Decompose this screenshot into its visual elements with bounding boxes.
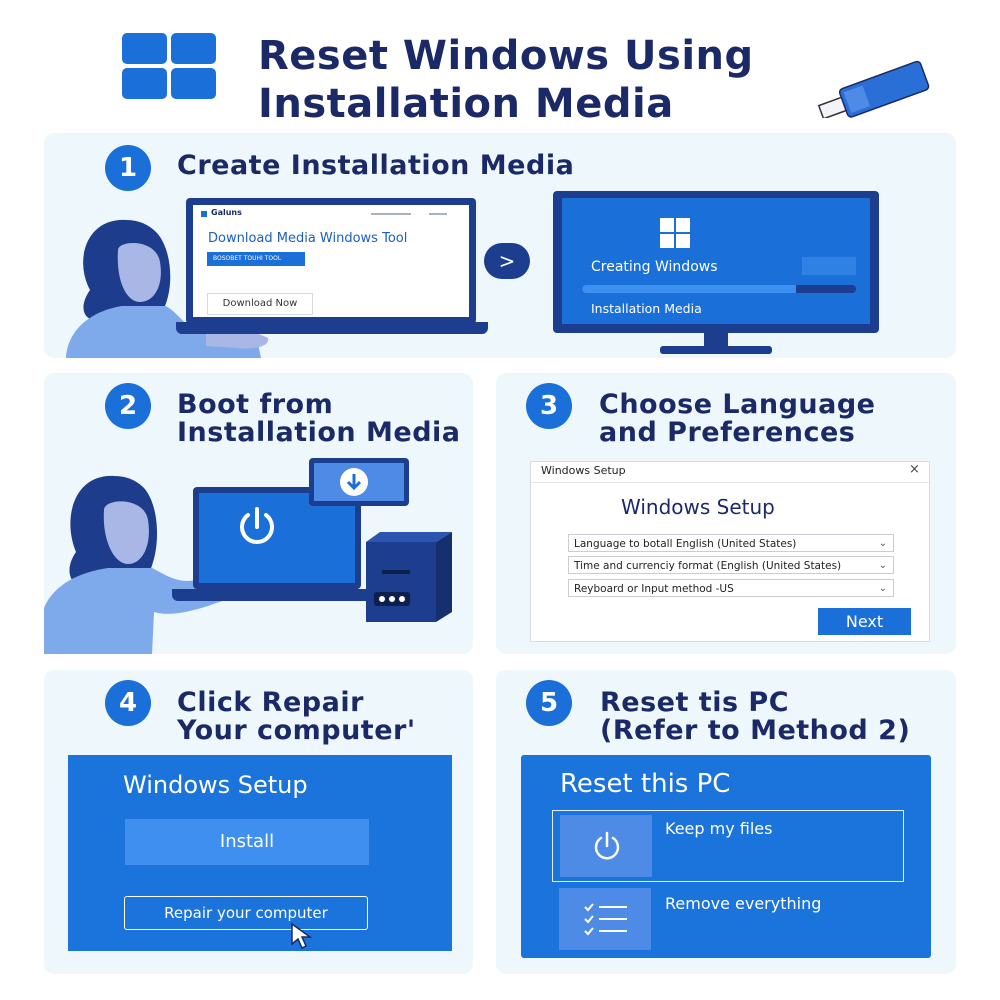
power-icon bbox=[590, 829, 624, 867]
keyboard-select[interactable]: Reyboard or Input method -US⌄ bbox=[568, 579, 894, 597]
power-icon bbox=[234, 503, 280, 553]
install-button[interactable]: Install bbox=[125, 819, 369, 865]
pc-tower bbox=[366, 532, 452, 622]
monitor-text-line2: Installation Media bbox=[591, 301, 702, 316]
time-currency-select[interactable]: Time and currenciy format (English (Unit… bbox=[568, 556, 894, 574]
step2-number-badge: 2 bbox=[105, 383, 151, 429]
step5-number-badge: 5 bbox=[526, 680, 572, 726]
progress-bar-track bbox=[582, 285, 856, 293]
laptop-screen-content: Galuns Download Media Windows Tool BOSOB… bbox=[193, 205, 469, 317]
mouse-cursor-icon bbox=[290, 922, 314, 954]
remove-everything-option[interactable]: Remove everything bbox=[559, 888, 901, 950]
laptop-heading: Download Media Windows Tool bbox=[208, 231, 408, 246]
step1-number-badge: 1 bbox=[105, 145, 151, 191]
boot-laptop-screen-inner bbox=[199, 493, 355, 583]
download-now-button[interactable]: Download Now bbox=[207, 293, 313, 315]
dialog-divider bbox=[531, 482, 929, 483]
monitor-text-line1: Creating Windows bbox=[591, 259, 718, 275]
step3-title: Choose Language and Preferences bbox=[599, 389, 876, 448]
windows-logo-icon bbox=[122, 33, 216, 99]
step3-number-badge: 3 bbox=[526, 383, 572, 429]
laptop-blue-bar[interactable]: BOSOBET TOUHI TOOL bbox=[207, 252, 305, 266]
setup-card-heading: Windows Setup bbox=[123, 771, 308, 799]
keep-my-files-option[interactable]: Keep my files bbox=[552, 810, 904, 882]
step5-title: Reset tis PC (Refer to Method 2) bbox=[600, 687, 911, 746]
chevron-right-icon: > bbox=[498, 249, 516, 273]
page-title: Reset Windows Using Installation Media bbox=[258, 33, 754, 127]
next-arrow-button: > bbox=[484, 243, 530, 279]
laptop-brand: Galuns bbox=[211, 208, 242, 217]
step2-title: Boot from Installation Media bbox=[177, 389, 461, 448]
laptop-nav-dots bbox=[429, 213, 447, 215]
step4-title: Click Repair Your computer' bbox=[177, 687, 416, 746]
windows-logo-icon bbox=[660, 218, 690, 252]
monitor-screen: Creating Windows Installation Media bbox=[562, 198, 870, 324]
step4-number-badge: 4 bbox=[105, 680, 151, 726]
close-icon[interactable]: × bbox=[909, 462, 920, 477]
remove-everything-label: Remove everything bbox=[665, 894, 822, 913]
progress-bar-fill bbox=[582, 285, 796, 293]
app-logo-icon bbox=[201, 211, 207, 217]
person-illustration-1 bbox=[56, 210, 286, 358]
monitor-stand-base bbox=[660, 346, 772, 354]
windows-setup-card: Windows Setup Install Repair your comput… bbox=[68, 755, 452, 951]
keep-my-files-label: Keep my files bbox=[665, 819, 773, 838]
laptop-nav-dots bbox=[371, 213, 411, 215]
step1-title: Create Installation Media bbox=[177, 150, 575, 181]
chevron-down-icon: ⌄ bbox=[878, 583, 887, 594]
chevron-down-icon: ⌄ bbox=[878, 560, 887, 571]
download-icon bbox=[339, 467, 369, 501]
chevron-down-icon: ⌄ bbox=[878, 538, 887, 549]
usb-drive-icon bbox=[808, 58, 938, 120]
reset-card-heading: Reset this PC bbox=[560, 769, 731, 799]
repair-your-computer-button[interactable]: Repair your computer bbox=[124, 896, 368, 930]
language-select[interactable]: Language to botall English (United State… bbox=[568, 534, 894, 552]
boot-laptop-base bbox=[172, 589, 384, 601]
dialog-heading: Windows Setup bbox=[621, 495, 775, 519]
monitor-side-box bbox=[802, 257, 856, 275]
next-button[interactable]: Next bbox=[818, 608, 911, 635]
reset-pc-card: Reset this PC Keep my files Remove every… bbox=[521, 755, 931, 958]
monitor-stand bbox=[704, 333, 728, 347]
dialog-title-bar: Windows Setup bbox=[541, 464, 626, 477]
checklist-icon bbox=[583, 902, 629, 940]
laptop-base bbox=[176, 322, 488, 334]
